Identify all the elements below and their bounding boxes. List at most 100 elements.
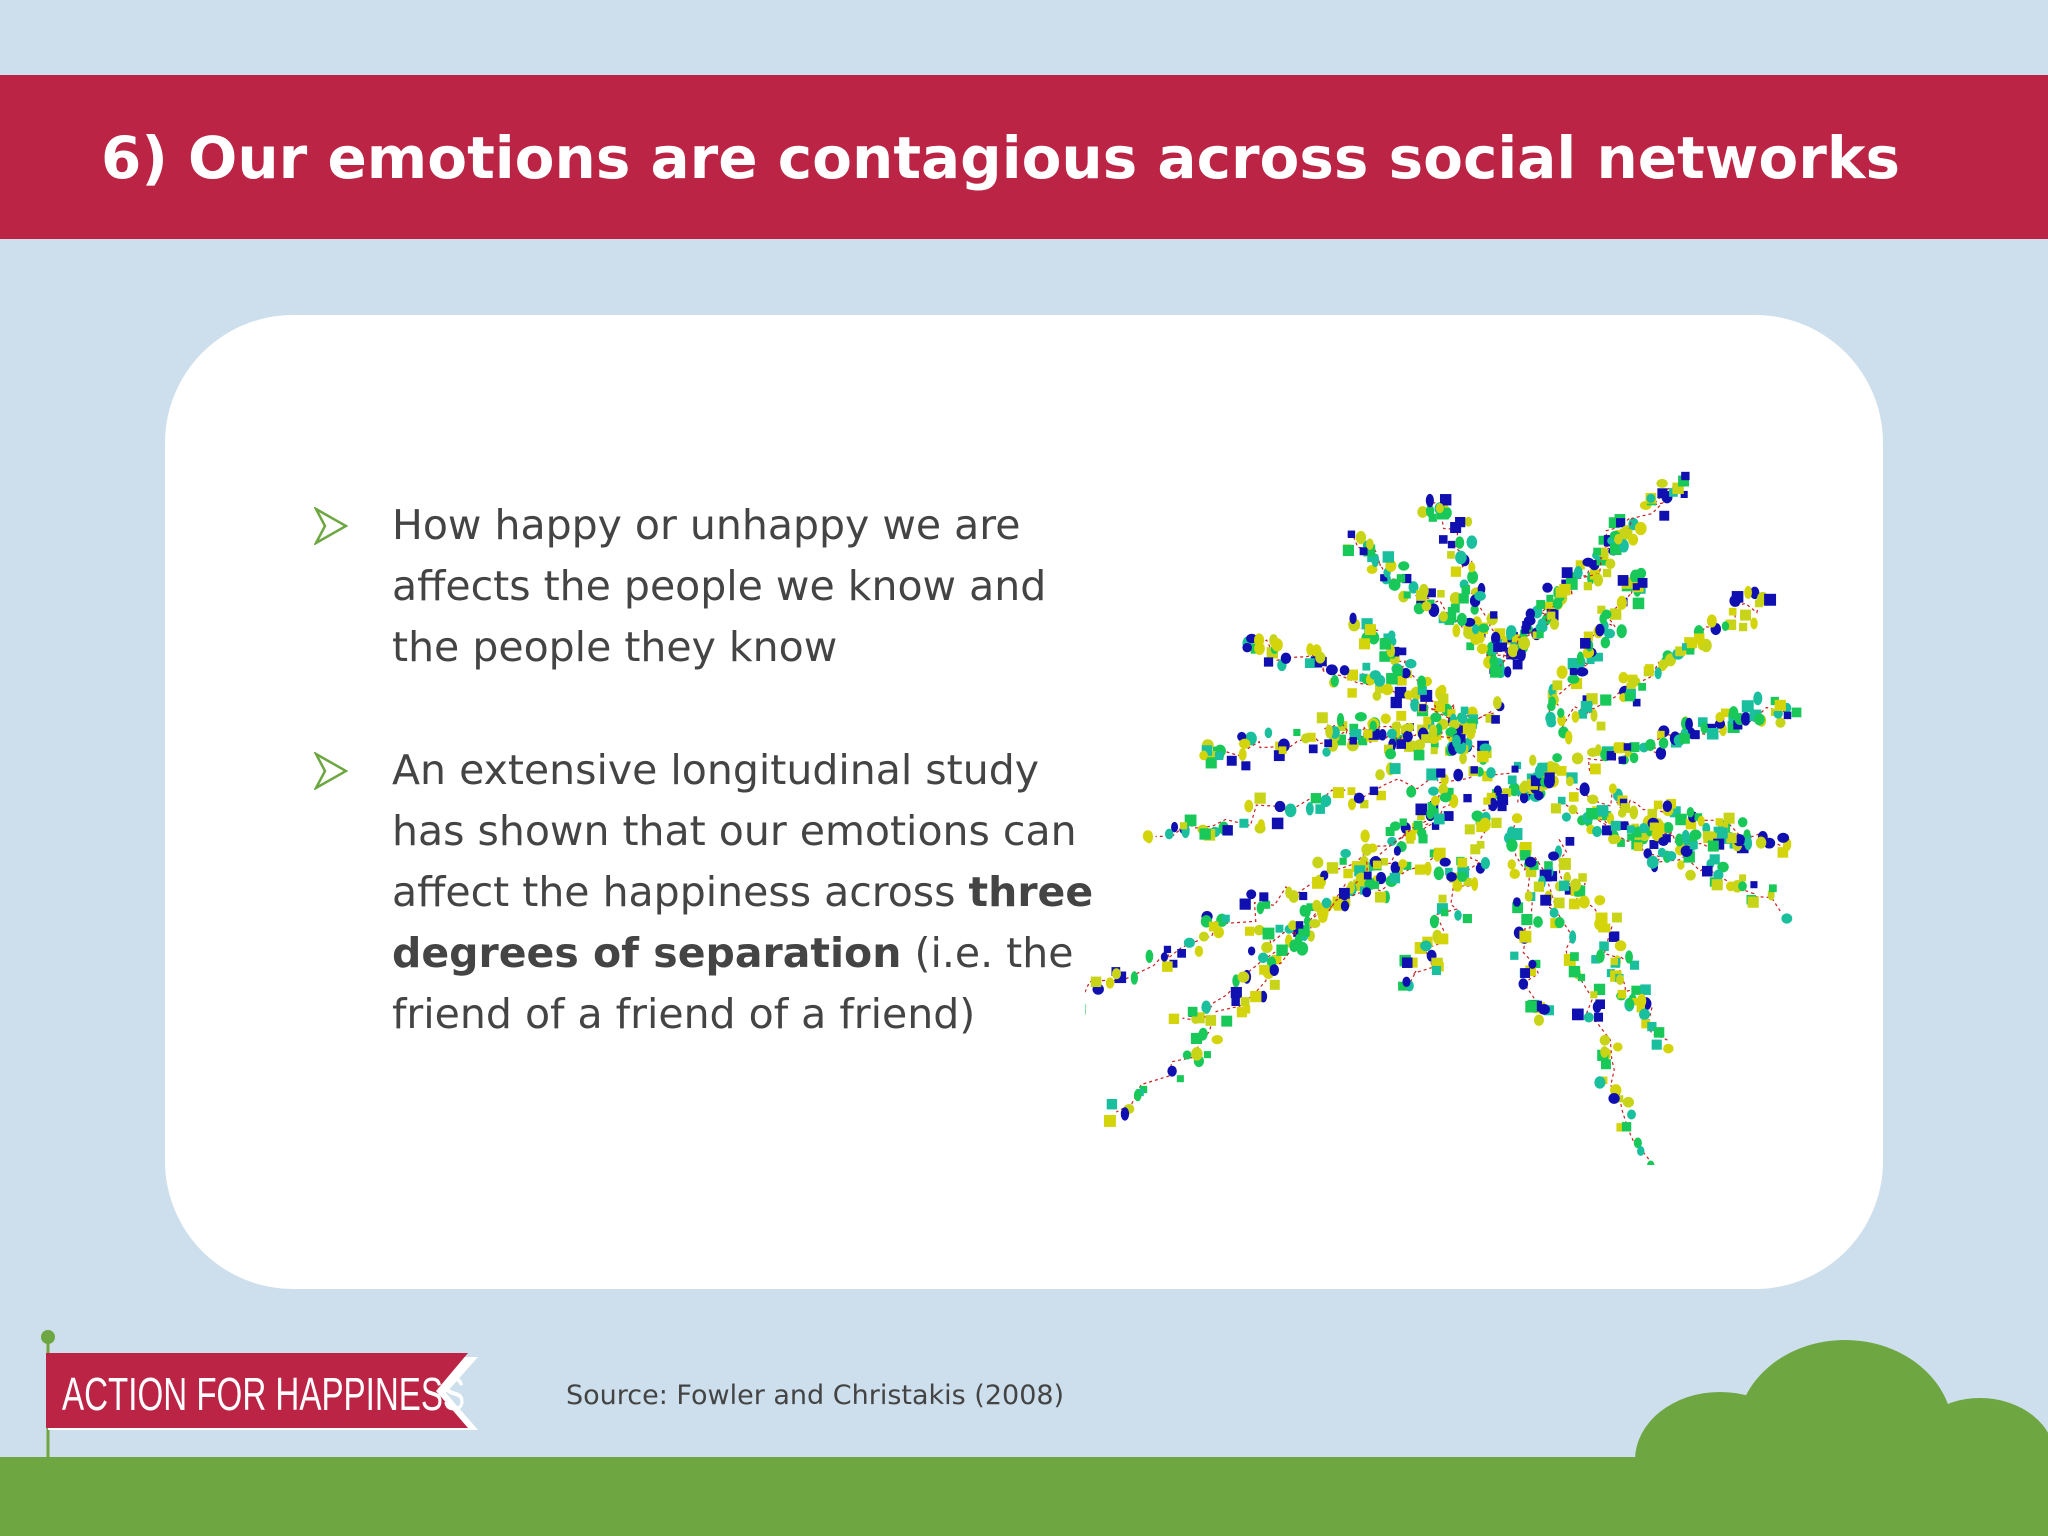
network-node [1544,772,1555,783]
network-node [1636,1004,1646,1013]
network-node [1614,533,1623,545]
network-node [1437,933,1449,945]
network-node [1433,813,1445,825]
network-node [1360,799,1369,809]
network-node [1428,786,1439,796]
network-node [1404,690,1413,700]
network-node [1559,583,1571,596]
network-node [1430,747,1438,755]
network-node [1774,699,1786,712]
network-node [1578,709,1588,719]
network-node [1418,834,1428,844]
network-node [1256,901,1265,915]
network-node [1512,659,1523,670]
network-node [1686,807,1695,818]
network-node [1686,646,1695,655]
network-node [1510,828,1523,841]
network-node [1552,597,1563,610]
network-node [1198,931,1209,942]
network-node [1449,591,1462,605]
network-node [1507,775,1517,785]
network-node [1237,971,1250,983]
network-node [1530,775,1542,787]
network-node [1452,879,1463,892]
network-node [1416,590,1427,601]
network-node [1647,808,1658,819]
network-node [1360,829,1370,843]
network-node [1450,566,1462,577]
network-node [1385,827,1395,836]
network-node [1656,478,1668,488]
network-node [1497,802,1507,812]
network-node [1568,965,1581,978]
network-node [1259,964,1269,975]
network-node [1576,667,1589,677]
network-node [1715,711,1725,723]
network-node [1238,748,1247,761]
network-node [1315,651,1326,664]
network-node [1547,611,1556,620]
network-node [1428,735,1440,745]
network-node [1214,751,1224,760]
network-node [1205,1015,1217,1026]
network-node [1569,667,1577,676]
network-node [1653,1027,1665,1038]
network-node [1662,800,1673,812]
network-node [1632,597,1645,610]
network-node [1729,594,1741,607]
network-node [1620,803,1631,813]
network-node [1519,841,1532,854]
network-node [1754,713,1765,726]
network-node [1525,608,1536,620]
network-node [1419,704,1427,712]
network-node [1657,847,1667,858]
network-node [1231,997,1240,1006]
network-node [1211,1034,1223,1045]
network-node [1258,952,1269,964]
network-node [1536,600,1546,609]
network-node [1583,582,1592,591]
network-node [1493,643,1503,652]
network-node [1457,871,1468,882]
network-node [1689,829,1702,841]
network-node [1568,898,1580,910]
network-node [1199,750,1208,761]
network-node [1552,753,1562,763]
network-node [1194,945,1204,957]
network-node [1361,618,1373,630]
network-node [1466,642,1475,651]
network-node [1665,851,1677,862]
network-node [1574,885,1586,897]
network-node [1589,569,1601,580]
network-node [1626,825,1635,833]
network-node [1375,769,1385,781]
network-node [1383,633,1392,642]
network-node [1278,746,1287,755]
network-node [1580,638,1591,649]
network-node [1386,728,1397,740]
network-node [1589,764,1599,774]
network-node [1516,788,1524,796]
network-node [1133,1089,1142,1102]
network-node [1339,888,1350,901]
network-node [1399,818,1407,826]
network-node [1561,812,1571,822]
network-node [1609,543,1622,555]
network-node [1246,889,1257,900]
network-node [1744,836,1753,851]
network-node [1773,708,1783,719]
network-node [1145,949,1154,963]
network-node [1339,665,1350,676]
network-node [1524,890,1533,902]
network-node [1376,790,1386,801]
network-node [1681,829,1690,844]
network-node [1675,813,1687,826]
network-node [1571,711,1580,723]
network-node [1577,973,1586,982]
network-edge [1115,794,1440,1113]
network-node [1183,937,1195,948]
network-node [1426,808,1435,820]
network-node [1236,1007,1248,1018]
network-node [1595,623,1605,637]
network-node [1617,575,1629,586]
